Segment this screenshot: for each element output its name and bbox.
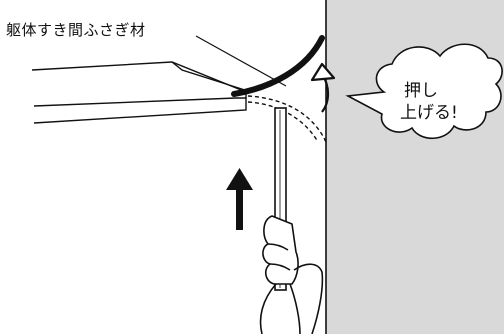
curved-arrow-icon	[310, 62, 336, 113]
gloved-hand-icon	[259, 215, 324, 334]
gap-filler-label: 躯体すき間ふさぎ材	[6, 21, 146, 39]
gap-filler-strip	[231, 35, 325, 97]
ceiling-board	[31, 61, 249, 124]
up-arrow-icon	[226, 168, 253, 230]
label-leader-line	[195, 35, 287, 87]
speech-text-line-2: 上げる!	[400, 103, 458, 123]
speech-text-line-1: 押し	[404, 81, 438, 101]
gap-filler-strip-before-inner	[247, 101, 319, 143]
push-stick	[274, 107, 287, 291]
speech-bubble	[345, 43, 503, 140]
gap-filler-strip-before	[247, 95, 327, 143]
